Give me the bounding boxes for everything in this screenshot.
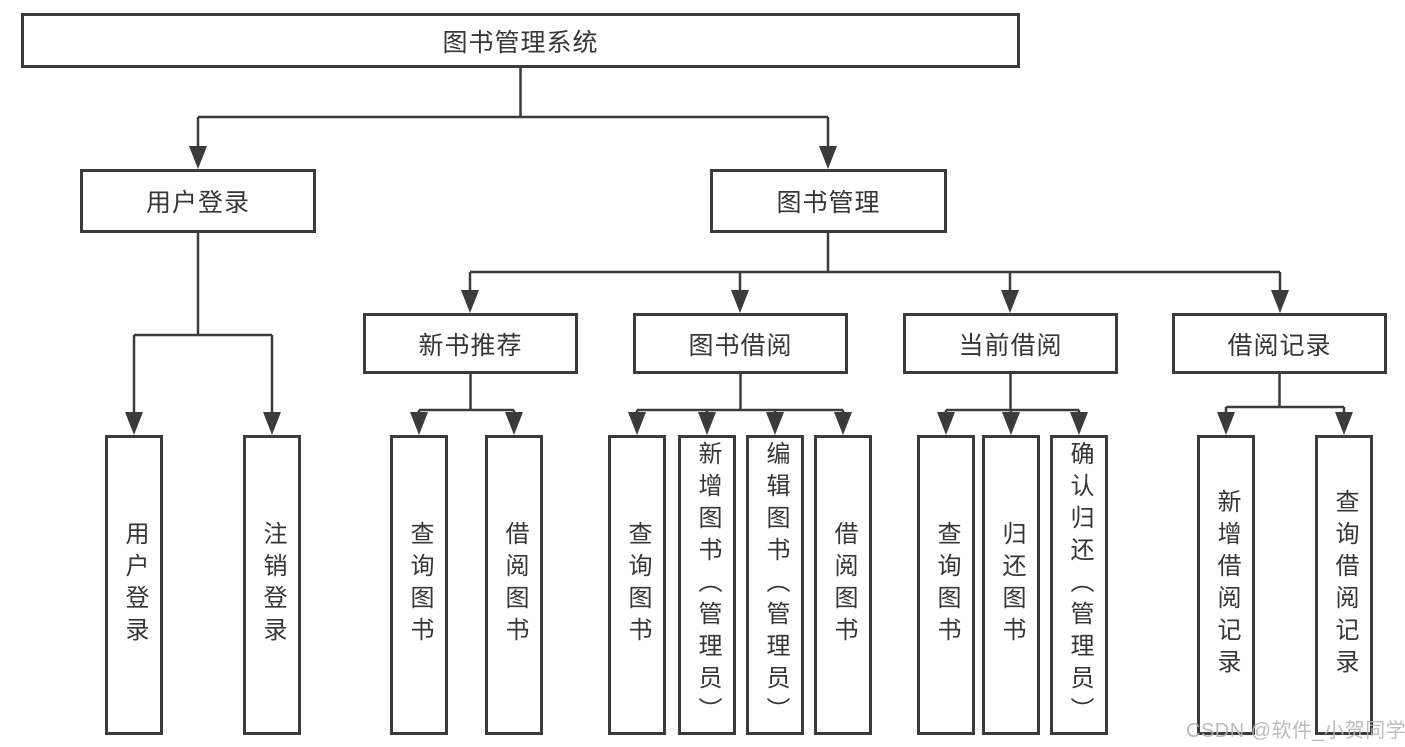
node-library-system: 图书管理系统: [21, 13, 1020, 68]
node-label: 借阅图书: [830, 521, 857, 649]
arrow-icon: [937, 412, 955, 435]
node-label: 查询借阅记录: [1331, 489, 1358, 681]
arrow-icon: [410, 412, 428, 435]
node-label: 借阅记录: [1227, 331, 1332, 360]
node-user-login: 用户登录: [80, 169, 316, 233]
connector-borrowing-records-children: [1224, 374, 1346, 416]
node-logout-action: 注销登录: [243, 435, 301, 735]
arrow-icon: [1070, 412, 1088, 435]
connector-book-management-level3: [468, 233, 1282, 294]
node-records-query-record: 查询借阅记录: [1315, 435, 1373, 735]
connector-book-borrowing-children: [635, 374, 845, 416]
node-new-book-recommend: 新书推荐: [363, 313, 578, 374]
arrow-icon: [698, 412, 716, 435]
node-borrowing-borrow-books: 借阅图书: [814, 435, 872, 735]
node-label: 图书借阅: [688, 331, 793, 360]
node-current-confirm-return-admin: 确认归还（管理员）: [1050, 435, 1108, 735]
node-label: 用户登录: [121, 521, 148, 649]
node-label: 用户登录: [145, 189, 250, 217]
node-label: 新书推荐: [418, 331, 523, 360]
node-label: 归还图书: [998, 521, 1025, 649]
csdn-watermark: CSDN @软件_小贺同学: [1186, 720, 1405, 742]
node-book-management: 图书管理: [710, 169, 947, 233]
arrow-icon: [189, 146, 207, 169]
node-borrowing-records: 借阅记录: [1172, 313, 1387, 374]
arrow-icon: [1217, 412, 1235, 435]
connector-user-login-children: [132, 233, 274, 416]
node-label: 查询图书: [624, 521, 651, 649]
node-label: 确认归还（管理员）: [1066, 441, 1093, 729]
arrow-icon: [628, 412, 646, 435]
connector-root-level2: [196, 68, 830, 150]
node-book-borrowing: 图书借阅: [633, 313, 848, 374]
node-label: 借阅图书: [501, 521, 528, 649]
arrow-icon: [731, 290, 749, 313]
arrow-icon: [263, 412, 281, 435]
arrow-icon: [1335, 412, 1353, 435]
node-label: 查询图书: [406, 521, 433, 649]
node-label: 注销登录: [259, 521, 286, 649]
node-recommend-query-books: 查询图书: [390, 435, 448, 735]
node-borrowing-edit-books-admin: 编辑图书（管理员）: [746, 435, 804, 735]
node-records-add-record: 新增借阅记录: [1197, 435, 1255, 735]
arrow-icon: [125, 412, 143, 435]
node-current-return-books: 归还图书: [982, 435, 1040, 735]
arrowheads: [125, 146, 1353, 435]
arrow-icon: [1002, 412, 1020, 435]
node-label: 查询图书: [933, 521, 960, 649]
node-label: 图书管理系统: [442, 28, 599, 57]
node-label: 编辑图书（管理员）: [762, 441, 789, 729]
node-user-login-action: 用户登录: [105, 435, 163, 735]
arrow-icon: [834, 412, 852, 435]
arrow-icon: [1271, 290, 1289, 313]
connector-current-borrowing-children: [944, 374, 1081, 416]
node-label: 图书管理: [776, 189, 881, 217]
node-recommend-borrow-books: 借阅图书: [485, 435, 543, 735]
node-borrowing-query-books: 查询图书: [608, 435, 666, 735]
arrow-icon: [505, 412, 523, 435]
arrow-icon: [461, 290, 479, 313]
arrow-icon: [766, 412, 784, 435]
node-current-borrowing: 当前借阅: [903, 313, 1118, 374]
node-current-query-books: 查询图书: [917, 435, 975, 735]
node-label: 新增图书（管理员）: [694, 441, 721, 729]
node-label: 新增借阅记录: [1213, 489, 1240, 681]
arrow-icon: [1001, 290, 1019, 313]
node-borrowing-add-books-admin: 新增图书（管理员）: [678, 435, 736, 735]
node-label: 当前借阅: [958, 331, 1063, 360]
arrow-icon: [819, 146, 837, 169]
connector-new-book-children: [417, 374, 516, 416]
